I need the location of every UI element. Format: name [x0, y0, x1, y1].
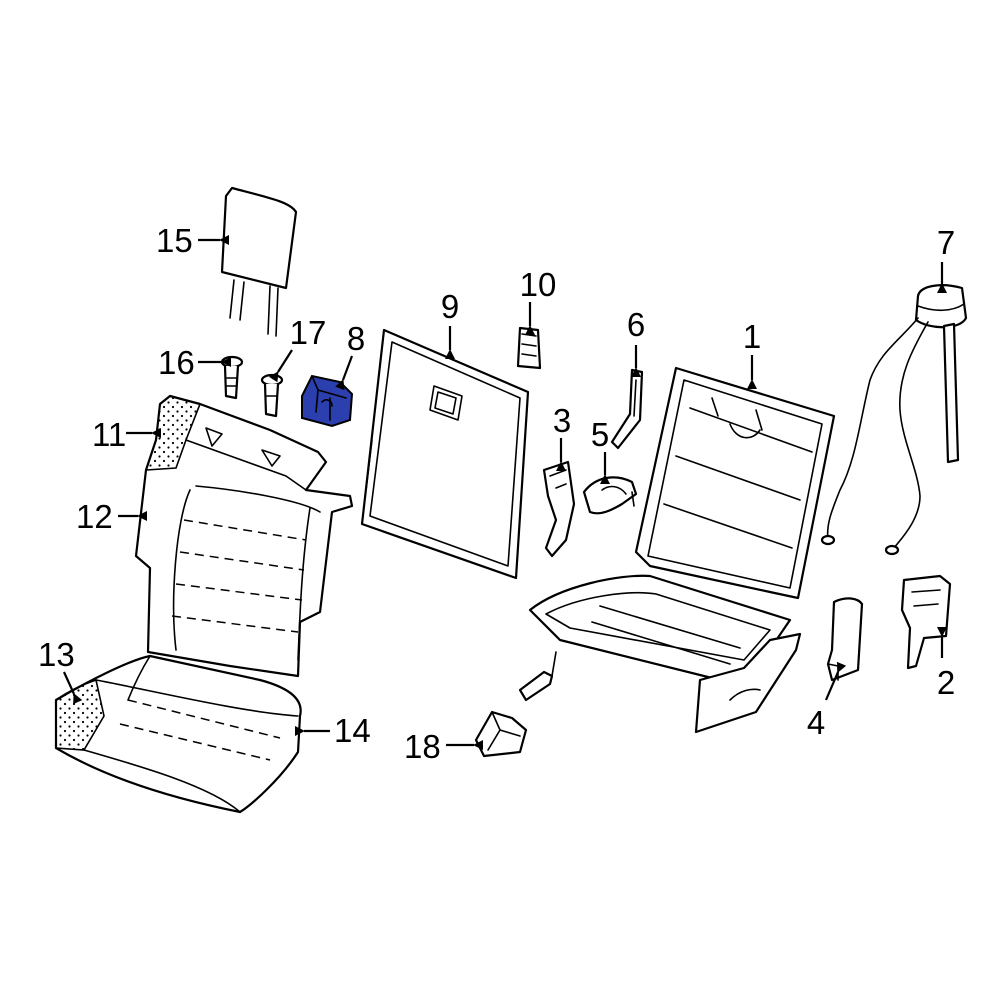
callout-5: 5 [591, 416, 609, 453]
seat-belt-retractor-part [820, 284, 968, 556]
bracket-highlight [301, 374, 354, 428]
seat-cushion-part [54, 654, 302, 814]
callout-10: 10 [520, 266, 557, 303]
end-cap-part [474, 710, 528, 758]
callout-15: 15 [156, 222, 193, 259]
highlighted-bracket-part [301, 374, 354, 428]
callout-11: 11 [92, 416, 126, 453]
callout-2: 2 [937, 664, 955, 701]
latch-cover-part [516, 326, 542, 370]
back-panel-part [360, 328, 530, 580]
callout-16: 16 [158, 344, 195, 381]
seat-frame-part [518, 366, 836, 734]
pivot-cover-part [582, 476, 638, 515]
rear-trim-part [900, 574, 952, 670]
callout-3: 3 [553, 402, 571, 439]
callout-13: 13 [38, 636, 75, 673]
callout-14: 14 [334, 712, 371, 749]
hinge-cover-part [826, 597, 864, 682]
callout-1: 1 [743, 318, 761, 355]
callout-6: 6 [627, 306, 645, 343]
callout-12: 12 [76, 498, 113, 535]
callout-labels: 1 2 3 4 5 6 7 8 9 10 11 12 13 14 15 16 1… [38, 222, 955, 765]
belt-guide-part [542, 460, 576, 558]
callout-8: 8 [347, 320, 365, 357]
callout-lines [62, 235, 947, 750]
callout-9: 9 [441, 288, 459, 325]
callout-7: 7 [937, 224, 955, 261]
callout-18: 18 [404, 728, 441, 765]
side-trim-part [610, 368, 644, 450]
headrest-guide-locking-part [260, 373, 284, 418]
headrest-guide-part [220, 355, 244, 400]
seatback-cover-part [134, 394, 354, 678]
callout-17: 17 [290, 314, 327, 351]
headrest-part [220, 186, 298, 337]
callout-4: 4 [807, 704, 825, 741]
